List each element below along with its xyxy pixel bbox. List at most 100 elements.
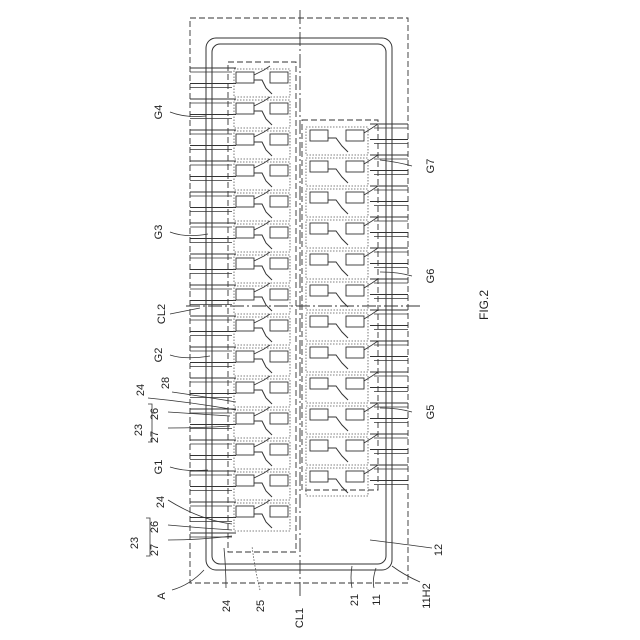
trace	[254, 111, 272, 125]
trace	[364, 248, 378, 257]
pad	[310, 440, 328, 451]
trace	[254, 421, 272, 435]
trace	[254, 438, 270, 447]
label-g5: G5	[425, 405, 437, 420]
label-g3: G3	[153, 225, 165, 240]
trace	[364, 341, 378, 350]
trace	[254, 328, 272, 342]
pad	[236, 320, 254, 331]
trace	[364, 403, 378, 412]
pad	[310, 347, 328, 358]
pad	[270, 351, 288, 362]
trace	[364, 310, 378, 319]
trace	[328, 200, 348, 214]
label-g6: G6	[425, 269, 437, 284]
pad	[270, 382, 288, 393]
label-12: 12	[433, 544, 445, 556]
pad	[236, 134, 254, 145]
trace	[254, 390, 272, 404]
left-lead-group	[190, 66, 272, 537]
trace	[254, 159, 270, 168]
pad	[236, 165, 254, 176]
pad	[310, 130, 328, 141]
trace	[254, 80, 272, 94]
trace	[254, 204, 272, 218]
trace	[254, 142, 272, 156]
label-24-a: 24	[135, 384, 147, 396]
pad	[270, 258, 288, 269]
pad	[270, 227, 288, 238]
pad	[236, 103, 254, 114]
trace	[328, 262, 348, 276]
pad	[270, 475, 288, 486]
trace	[254, 173, 272, 187]
figure-caption: FIG.2	[477, 290, 491, 320]
label-25: 25	[255, 600, 267, 612]
trace	[328, 448, 348, 462]
pad	[346, 192, 364, 203]
pad	[236, 289, 254, 300]
trace	[328, 324, 348, 338]
trace	[364, 124, 378, 133]
label-11: 11	[371, 594, 383, 605]
pad	[310, 223, 328, 234]
pad	[310, 378, 328, 389]
trace	[328, 355, 348, 369]
pad	[236, 72, 254, 83]
trace	[254, 483, 272, 497]
pad	[310, 161, 328, 172]
pad	[236, 258, 254, 269]
pad	[236, 475, 254, 486]
pad	[236, 413, 254, 424]
pad	[270, 320, 288, 331]
trace	[364, 186, 378, 195]
pad	[346, 161, 364, 172]
pad	[236, 444, 254, 455]
trace	[364, 217, 378, 226]
trace	[254, 359, 272, 373]
pad	[270, 444, 288, 455]
label-a: A	[156, 592, 168, 600]
trace	[328, 293, 348, 307]
trace	[254, 97, 270, 106]
pad	[236, 227, 254, 238]
pad	[270, 196, 288, 207]
trace	[254, 235, 272, 249]
pad	[310, 285, 328, 296]
trace	[254, 283, 270, 292]
label-26-a: 26	[149, 408, 161, 420]
pad	[270, 72, 288, 83]
trace	[364, 434, 378, 443]
trace	[254, 452, 272, 466]
trace	[254, 252, 270, 261]
right-pad-group	[306, 127, 368, 496]
label-cl2: CL2	[156, 304, 168, 324]
pad	[236, 196, 254, 207]
trace	[328, 417, 348, 431]
trace	[254, 314, 270, 323]
label-24-b: 24	[155, 496, 167, 508]
pad	[270, 165, 288, 176]
pad	[270, 506, 288, 517]
pad	[270, 413, 288, 424]
pad	[236, 351, 254, 362]
label-27-b: 27	[149, 544, 161, 556]
label-24-c: 24	[221, 600, 233, 612]
trace	[328, 479, 348, 493]
label-26-b: 26	[149, 521, 161, 533]
trace	[254, 128, 270, 137]
trace	[364, 155, 378, 164]
trace	[254, 376, 270, 385]
label-27-a: 27	[149, 431, 161, 443]
trace	[364, 465, 378, 474]
pad	[346, 409, 364, 420]
label-g2: G2	[153, 348, 165, 363]
pad	[346, 471, 364, 482]
pad	[346, 254, 364, 265]
trace	[254, 500, 270, 509]
trace	[364, 372, 378, 381]
pad	[270, 103, 288, 114]
trace	[328, 169, 348, 183]
label-21: 21	[349, 594, 361, 606]
